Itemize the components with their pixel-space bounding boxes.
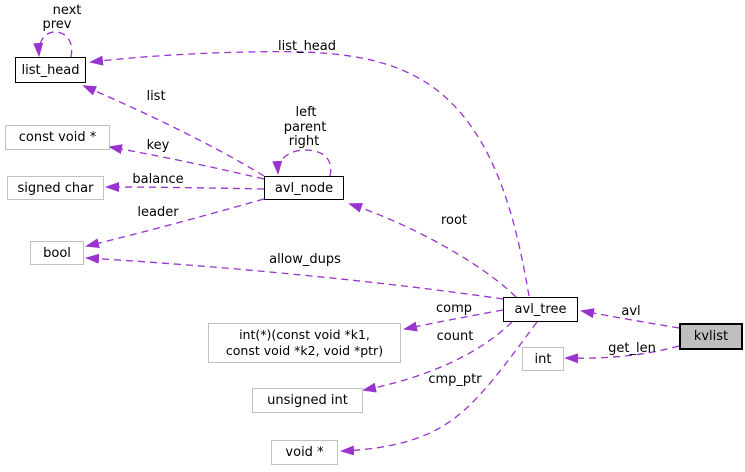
edge-avl — [580, 308, 680, 329]
edge-root — [348, 203, 517, 298]
node-unsigned-int: unsigned int — [252, 388, 363, 413]
edge-label-allow-dups: allow_dups — [269, 252, 341, 267]
edge-label-balance: balance — [132, 172, 184, 187]
edge-label-comp: comp — [435, 301, 473, 316]
node-signed-char-label: signed char — [17, 180, 94, 196]
node-int-label: int — [534, 351, 552, 367]
edge-count — [362, 321, 513, 393]
edge-get-len — [564, 345, 680, 364]
node-comparator-function-line2: const void *k2, void *ptr) — [225, 343, 384, 358]
edge-self-loop-list-head — [33, 31, 73, 58]
edge-label-right: right — [288, 134, 320, 149]
edge-avl-tree-to-list-head — [89, 50, 530, 297]
edge-label-get-len: get_len — [608, 341, 656, 356]
edge-self-loop-avl-node — [272, 149, 332, 177]
node-unsigned-int-label: unsigned int — [267, 393, 348, 408]
node-const-void-ptr-label: const void * — [18, 130, 97, 145]
node-const-void-ptr: const void * — [5, 125, 110, 150]
node-comparator-function-line1: int(*)(const void *k1, — [239, 327, 370, 342]
edge-label-prev: prev — [42, 17, 72, 32]
node-bool-label: bool — [43, 245, 71, 261]
edge-label-list: list — [146, 89, 166, 104]
edge-comp — [403, 309, 504, 332]
edge-label-list-head: list_head — [277, 39, 337, 54]
edge-allow-dups — [85, 253, 504, 300]
edge-label-next: next — [52, 3, 82, 18]
edge-list — [82, 85, 265, 177]
node-avl-tree[interactable]: avl_tree — [503, 297, 578, 322]
edge-label-leader: leader — [137, 205, 179, 220]
node-avl-node-label: avl_node — [274, 180, 334, 196]
node-list-head-label: list_head — [21, 62, 80, 78]
edge-label-parent: parent — [283, 120, 327, 135]
node-avl-tree-label: avl_tree — [514, 302, 567, 317]
node-signed-char: signed char — [7, 176, 104, 200]
edge-balance — [105, 182, 265, 193]
node-bool: bool — [30, 241, 84, 265]
edge-cmp-ptr — [340, 321, 538, 456]
edge-label-root: root — [440, 213, 468, 228]
node-kvlist: kvlist — [679, 323, 743, 350]
node-list-head[interactable]: list_head — [15, 57, 86, 83]
edge-label-key: key — [146, 138, 170, 153]
edge-label-avl: avl — [621, 304, 641, 319]
edge-label-count: count — [436, 329, 474, 344]
node-comparator-function: int(*)(const void *k1, const void *k2, v… — [208, 323, 401, 363]
edge-label-cmp-ptr: cmp_ptr — [428, 372, 482, 387]
node-kvlist-label: kvlist — [693, 329, 729, 344]
node-avl-node[interactable]: avl_node — [264, 176, 344, 200]
node-void-ptr-label: void * — [285, 445, 324, 460]
edge-leader — [85, 198, 265, 249]
edge-label-left: left — [295, 105, 317, 120]
node-int: int — [522, 347, 564, 371]
node-void-ptr: void * — [271, 440, 338, 465]
